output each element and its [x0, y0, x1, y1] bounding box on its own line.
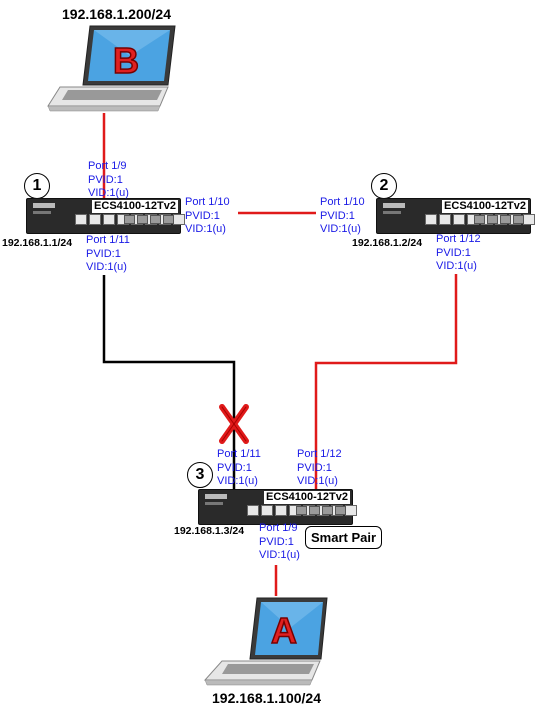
switch2-number-badge: 2	[371, 173, 397, 199]
pcb-ip-label: 192.168.1.200/24	[62, 6, 171, 22]
switch1-ip-label: 192.168.1.1/24	[2, 237, 73, 249]
switch2-icon: ECS4100-12Tv2	[376, 198, 535, 234]
switch1-icon: ECS4100-12Tv2	[26, 198, 185, 234]
switch3-ip-label: 192.168.1.3/24	[174, 525, 245, 537]
switch1-number-badge: 1	[24, 173, 50, 199]
switch2-ip-label: 192.168.1.2/24	[352, 237, 423, 249]
pca-letter: A	[270, 609, 298, 652]
pcb-letter: B	[112, 39, 140, 82]
switch1-model-label: ECS4100-12Tv2	[92, 200, 178, 213]
link-sw2-sw3	[314, 274, 458, 491]
pca-ip-label: 192.168.1.100/24	[212, 690, 321, 706]
smart-pair-label: Smart Pair	[305, 526, 383, 549]
switch3-number-badge: 3	[187, 462, 213, 488]
switch3-model-label: ECS4100-12Tv2	[264, 491, 350, 504]
switch3-icon: ECS4100-12Tv2	[198, 489, 357, 525]
link-sw1-sw3-blocked	[102, 275, 236, 491]
switch2-model-label: ECS4100-12Tv2	[442, 200, 528, 213]
blocked-x-icon	[219, 404, 249, 444]
